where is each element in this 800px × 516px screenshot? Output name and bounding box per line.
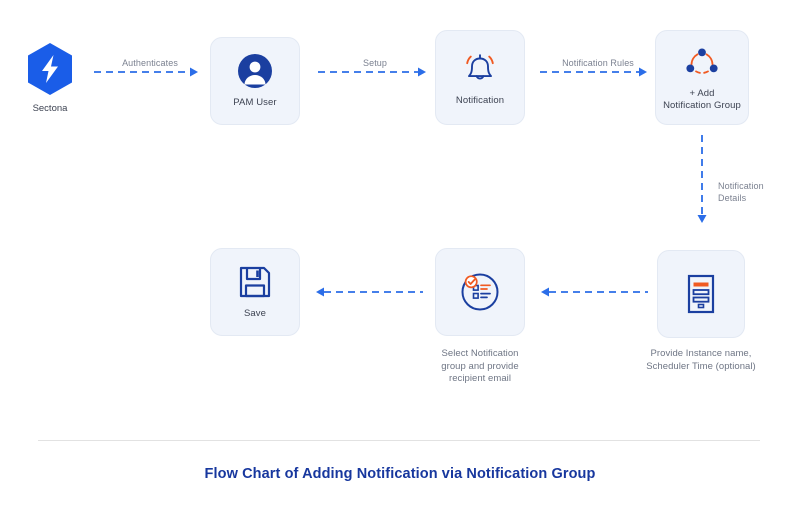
caption-provide-instance: Provide Instance name, Scheduler Time (o… [646,348,756,372]
edge-arrow-notification-rules [540,65,655,79]
node-save[interactable]: Save [210,248,300,336]
node-notification[interactable]: Notification [435,30,525,125]
checklist-circle-icon [458,270,502,314]
edge-arrow-select-to-save [313,285,428,299]
edge-label-notification-rules: Notification Rules [562,58,634,68]
user-group-nodes-icon [682,44,722,80]
edge-arrow-setup [318,65,433,79]
add-group-line-2: Notification Group [663,99,741,111]
node-notification-label: Notification [455,94,505,106]
node-save-label: Save [243,308,267,319]
node-sectona-label: Sectona [32,103,68,114]
sectona-hexagon-bolt-icon [26,42,74,96]
edge-arrow-notification-details [695,135,709,227]
edge-arrow-authenticates [94,65,204,79]
caption-select-notification-group: Select Notification group and provide re… [441,348,519,384]
node-sectona: Sectona [22,42,78,115]
footer-divider [38,440,760,441]
edge-label-notification-details: Notification Details [718,181,764,203]
node-select-notification-group[interactable] [435,248,525,336]
page-title: Flow Chart of Adding Notification via No… [204,466,596,482]
node-provide-instance[interactable] [657,250,745,338]
form-document-icon [684,273,718,315]
node-pam-user[interactable]: PAM User [210,37,300,125]
edge-label-authenticates: Authenticates [122,58,178,68]
node-pam-user-label: PAM User [233,97,277,108]
add-group-line-1: + Add [689,87,715,99]
edge-arrow-instance-to-select [538,285,653,299]
node-add-notification-group[interactable]: + Add Notification Group [655,30,749,125]
edge-label-setup: Setup [362,58,388,68]
bell-icon [460,49,500,87]
user-avatar-icon [237,53,273,89]
floppy-disk-save-icon [237,264,273,300]
node-add-notification-group-label: + Add Notification Group [663,88,741,112]
